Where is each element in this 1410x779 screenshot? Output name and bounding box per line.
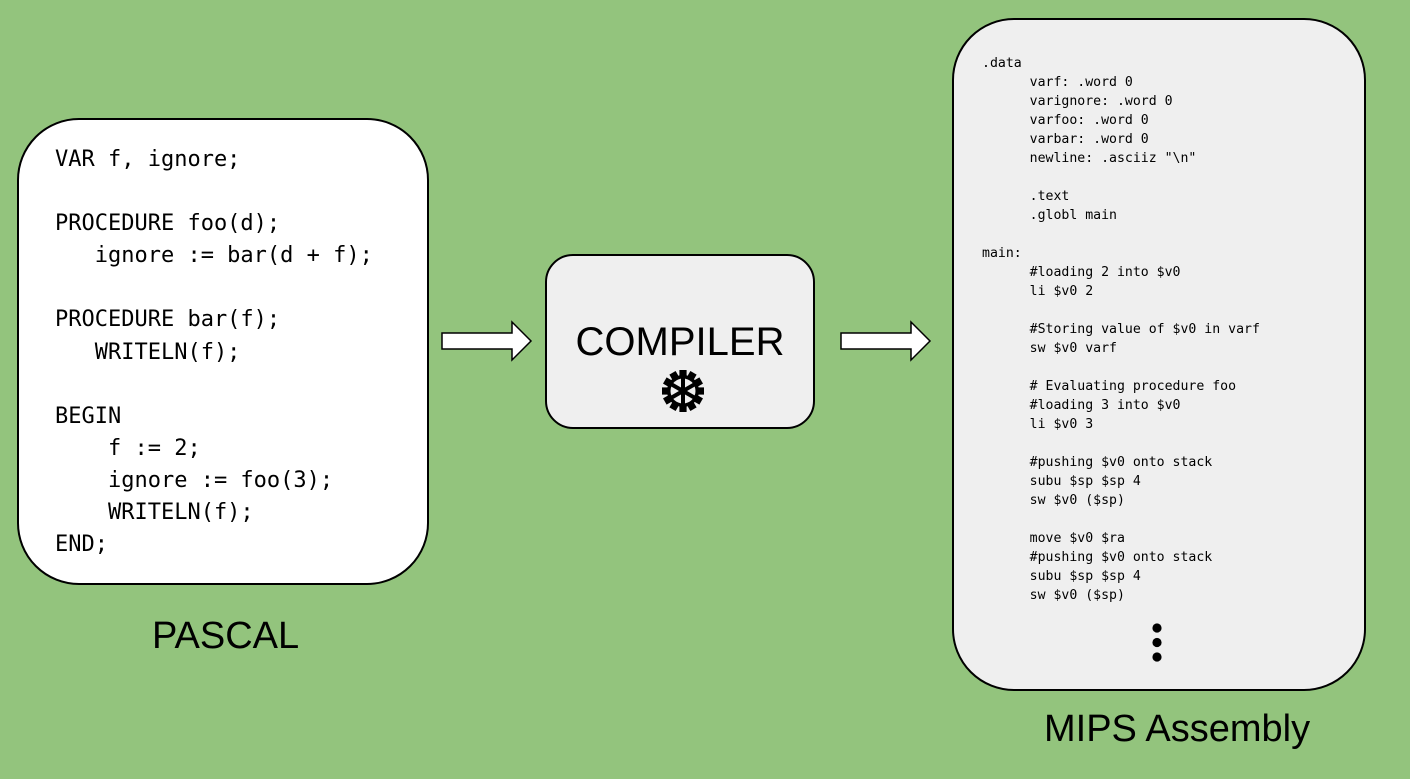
pascal-caption: PASCAL [152,615,300,657]
pascal-source-box: VAR f, ignore; PROCEDURE foo(d); ignore … [17,118,429,585]
compiler-label: COMPILER [575,320,785,364]
mips-output-box: .data varf: .word 0 varignore: .word 0 v… [952,18,1366,691]
vertical-ellipsis-icon [1152,623,1162,662]
pascal-code: VAR f, ignore; PROCEDURE foo(d); ignore … [55,147,373,558]
gear-icon [662,370,704,412]
arrow-right-icon [441,320,533,362]
compiler-box: COMPILER [545,254,815,429]
arrow-right-icon [840,320,932,362]
mips-code: .data varf: .word 0 varignore: .word 0 v… [982,56,1260,603]
mips-caption: MIPS Assembly [1044,708,1311,750]
